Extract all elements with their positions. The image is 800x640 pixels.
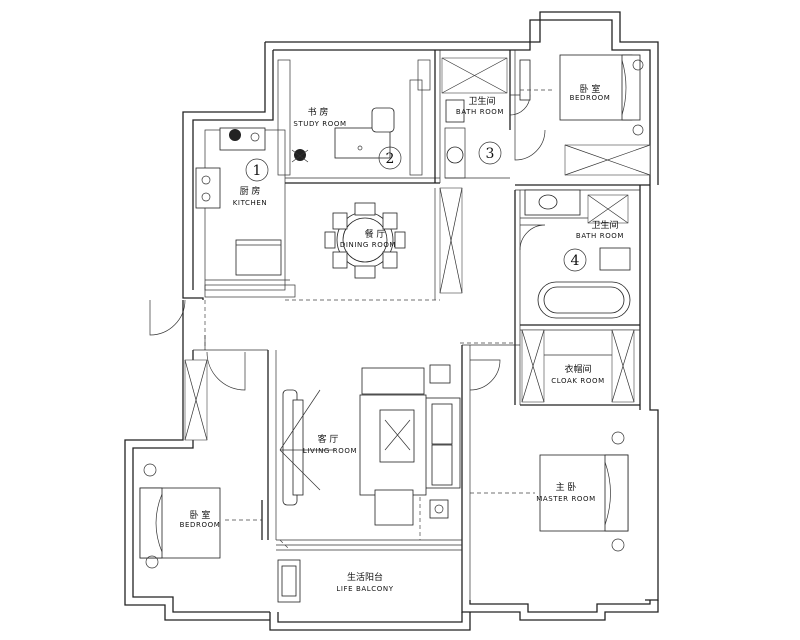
kitchen-number: 1 xyxy=(253,163,262,179)
left-bedroom-furniture xyxy=(139,463,263,569)
study-furniture xyxy=(291,107,395,163)
top-bedroom-furniture xyxy=(520,54,644,136)
kitchen-furniture xyxy=(195,127,282,276)
room-labels: 1 厨 房 KITCHEN 书 房 STUDY ROOM 2 卫生间 BATH … xyxy=(180,83,624,593)
bath3-label-cn: 卫生间 xyxy=(468,95,495,107)
study-label-cn: 书 房 xyxy=(308,106,329,118)
master-label-en: MASTER ROOM xyxy=(536,495,596,503)
balcony-furniture xyxy=(277,559,301,603)
kitchen-label-cn: 厨 房 xyxy=(240,185,261,197)
bath4-number: 4 xyxy=(571,253,580,269)
bath3-number: 3 xyxy=(486,146,495,162)
cloak-label-en: CLOAK ROOM xyxy=(551,377,604,385)
dining-label-cn: 餐 厅 xyxy=(365,228,386,240)
study-label-en: STUDY ROOM xyxy=(293,120,346,128)
left-bedroom-label-en: BEDROOM xyxy=(180,521,221,529)
balcony-label-en: LIFE BALCONY xyxy=(336,585,393,593)
master-furniture xyxy=(470,431,629,552)
bath4-label-cn: 卫生间 xyxy=(591,219,618,231)
dining-furniture xyxy=(324,202,406,279)
cloak-label-cn: 衣帽间 xyxy=(564,363,591,375)
bath4-furniture xyxy=(524,189,631,319)
study-number: 2 xyxy=(386,151,395,167)
bath4-label-en: BATH ROOM xyxy=(576,232,624,240)
bath3-furniture xyxy=(441,57,531,164)
top-bedroom-label-cn: 卧 室 xyxy=(580,83,601,95)
balcony-label-cn: 生活阳台 xyxy=(347,571,383,583)
living-label-en: LIVING ROOM xyxy=(303,447,357,455)
cloak-room-furniture xyxy=(521,329,635,403)
dining-label-en: DINING ROOM xyxy=(340,241,396,249)
kitchen-label-en: KITCHEN xyxy=(233,199,268,207)
living-furniture xyxy=(279,364,461,526)
master-label-cn: 主 卧 xyxy=(556,481,577,493)
left-bedroom-label-cn: 卧 室 xyxy=(190,509,211,521)
top-bedroom-label-en: BEDROOM xyxy=(570,94,611,102)
exterior-walls xyxy=(124,11,659,631)
living-label-cn: 客 厅 xyxy=(318,433,339,445)
interior-walls xyxy=(184,50,651,600)
doors xyxy=(149,94,546,391)
bath3-label-en: BATH ROOM xyxy=(456,108,504,116)
